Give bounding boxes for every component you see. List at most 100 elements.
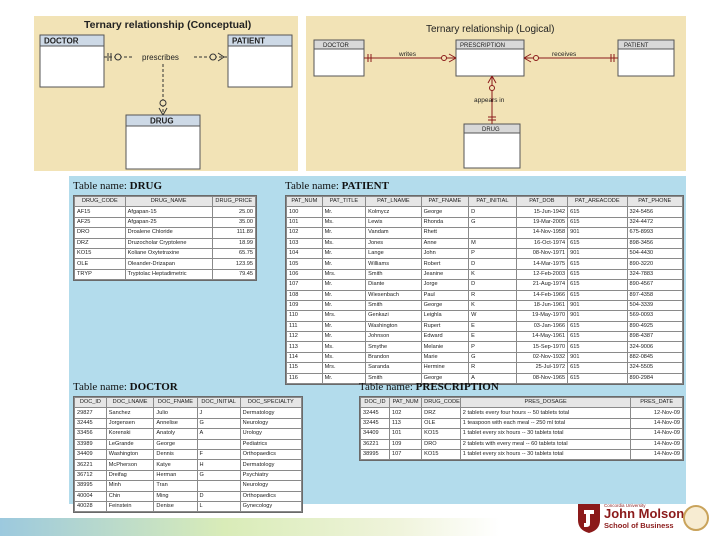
- patient-cell: 25-Jul-1972: [515, 362, 569, 374]
- doctor-cell: Psychiatry: [239, 469, 302, 482]
- patient-cell: 18-Jun-1961: [515, 299, 569, 312]
- patient-cell: P: [468, 247, 517, 260]
- patient-cell: Jeanine: [420, 268, 470, 281]
- footer-gradient-bar: [0, 518, 500, 536]
- patient-table-title: Table name: PATIENT: [285, 180, 389, 192]
- drug-column-header: DRUG_CODE: [74, 196, 126, 208]
- patient-cell: 890-2984: [626, 372, 683, 385]
- patient-cell: D: [468, 206, 517, 218]
- patient-cell: 115: [286, 362, 323, 374]
- patient-cell: 113: [286, 341, 323, 353]
- patient-cell: Mrs.: [321, 268, 367, 281]
- doctor-cell: McPherson: [105, 459, 155, 471]
- patient-cell: 675-8993: [626, 227, 683, 239]
- prescription-cell: 14-Nov-09: [630, 417, 683, 430]
- patient-cell: Kolmycz: [365, 206, 422, 218]
- patient-cell: 615: [567, 362, 628, 374]
- patient-cell: 324-4472: [626, 216, 683, 229]
- patient-column-header: PAT_TITLE: [321, 196, 367, 208]
- prescription-cell: KO15: [421, 428, 461, 440]
- doctor-cell: Neurology: [239, 417, 302, 430]
- patient-cell: 112: [286, 331, 323, 343]
- patient-cell: Mr.: [321, 289, 367, 301]
- patient-cell: R: [468, 289, 517, 301]
- patient-cell: 104: [286, 247, 323, 260]
- patient-cell: 15-Sep-1970: [515, 341, 569, 353]
- entity-doctor-label: DOCTOR: [44, 37, 79, 46]
- patient-cell: Mr.: [321, 320, 367, 333]
- patient-cell: E: [468, 320, 517, 333]
- patient-column-header: PAT_FNAME: [420, 196, 470, 208]
- doctor-cell: Minh: [105, 480, 155, 492]
- doctor-column-header: DOC_LNAME: [105, 397, 155, 409]
- doctor-cell: Dennis: [153, 448, 198, 461]
- prescription-column-header: PRES_DATE: [630, 397, 683, 409]
- logical-label-receives: receives: [552, 51, 577, 58]
- logical-entity-prescription: PRESCRIPTION: [455, 39, 525, 77]
- entity-drug-label: DRUG: [150, 117, 174, 126]
- patient-cell: 324-5456: [626, 206, 683, 218]
- patient-cell: Mr.: [321, 279, 367, 291]
- prescription-column-header: DOC_ID: [360, 397, 390, 409]
- logical-relationship-lines: [364, 53, 618, 124]
- patient-cell: K: [468, 268, 517, 281]
- patient-cell: 569-0093: [626, 310, 683, 322]
- doctor-cell: Orthopaedics: [239, 448, 302, 461]
- drug-cell: 79.45: [211, 268, 256, 281]
- prescription-cell: 38995: [360, 448, 390, 461]
- patient-cell: 111: [286, 320, 323, 333]
- prescription-cell: 36221: [360, 438, 390, 450]
- patient-cell: 324-7883: [626, 268, 683, 281]
- drug-cell: 18.99: [211, 237, 256, 249]
- drug-cell: 65.75: [211, 247, 256, 260]
- doctor-table-title: Table name: DOCTOR: [73, 381, 178, 393]
- doctor-cell: 38995: [74, 480, 107, 492]
- entity-patient: PATIENT: [227, 34, 293, 88]
- patient-cell: 14-May-1961: [515, 331, 569, 343]
- patient-cell: 615: [567, 206, 628, 218]
- patient-cell: Mr.: [321, 299, 367, 312]
- logical-label-writes: writes: [398, 51, 417, 58]
- patient-column-header: PAT_AREACODE: [567, 196, 628, 208]
- patient-cell: George: [420, 206, 470, 218]
- patient-cell: G: [468, 351, 517, 364]
- doctor-cell: 32445: [74, 417, 107, 430]
- drug-column-header: DRUG_NAME: [124, 196, 213, 208]
- prescription-cell: 101: [388, 428, 423, 440]
- patient-cell: 324-9006: [626, 341, 683, 353]
- logical-entity-drug-label: DRUG: [482, 127, 500, 133]
- drug-cell: 111.89: [211, 227, 256, 239]
- prescription-column-header: DRUG_CODE: [421, 397, 461, 409]
- patient-cell: Diante: [365, 279, 422, 291]
- doctor-cell: Korenski: [105, 428, 155, 440]
- doctor-column-header: DOC_ID: [74, 397, 107, 409]
- patient-cell: Melanie: [420, 341, 470, 353]
- patient-cell: George: [420, 372, 470, 385]
- patient-cell: Mr.: [321, 258, 367, 270]
- logical-entity-patient-label: PATIENT: [624, 43, 649, 49]
- patient-cell: 615: [567, 237, 628, 249]
- patient-cell: 901: [567, 310, 628, 322]
- drug-cell: DRO: [74, 227, 126, 239]
- patient-cell: 615: [567, 258, 628, 270]
- prescription-cell: 2 tablets with every meal -- 60 tablets …: [459, 438, 632, 450]
- drug-column-header: DRUG_PRICE: [211, 196, 256, 208]
- prescription-cell: 1 tablet every six hours -- 30 tablets t…: [459, 448, 632, 461]
- doctor-cell: 36712: [74, 469, 107, 482]
- patient-cell: 14-Feb-1966: [515, 289, 569, 301]
- drug-cell: Oleander-Drizapan: [124, 258, 213, 270]
- patient-cell: Williams: [365, 258, 422, 270]
- patient-cell: P: [468, 341, 517, 353]
- patient-cell: 901: [567, 351, 628, 364]
